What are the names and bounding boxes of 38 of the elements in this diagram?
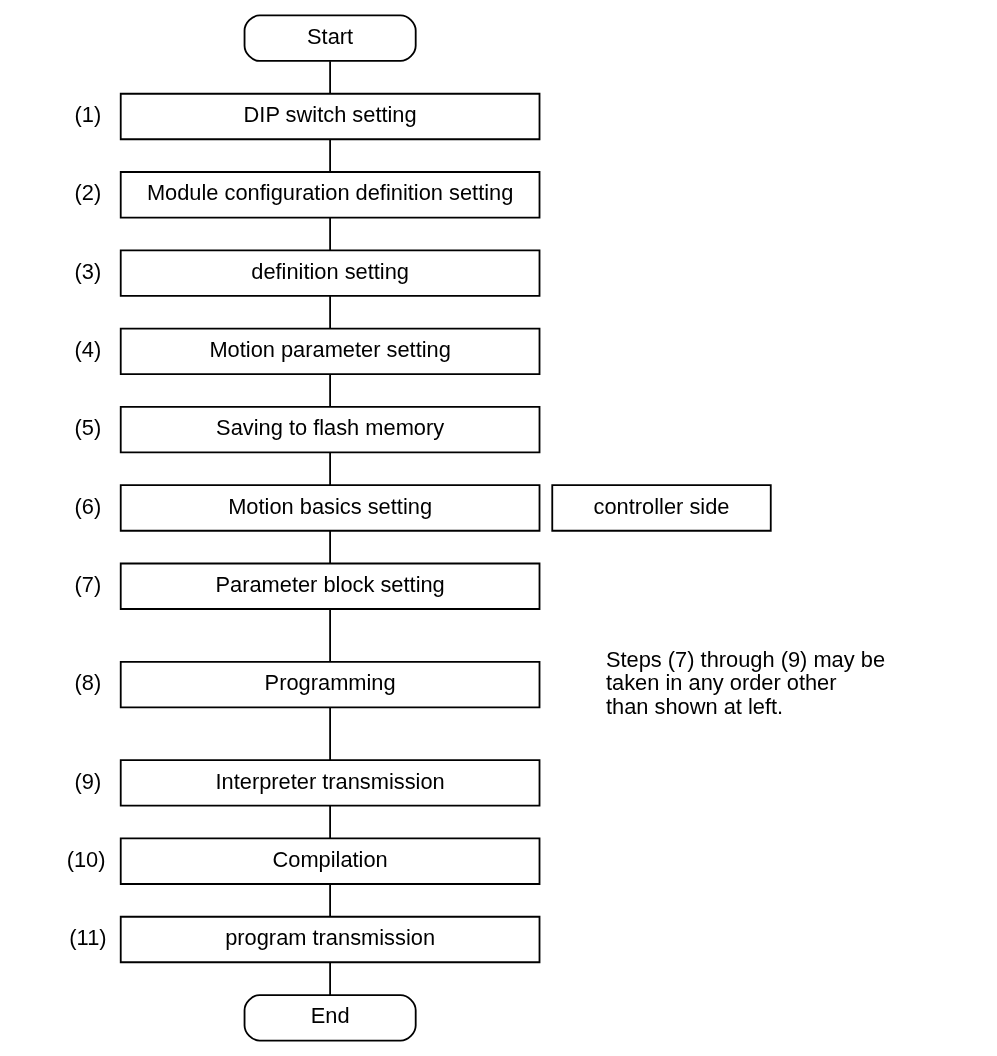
- connector: [328, 608, 331, 663]
- node-box: Programming: [119, 660, 540, 709]
- node-label: (9): [74, 768, 101, 794]
- node-box: Compilation: [119, 837, 540, 885]
- node-label: (11): [68, 925, 107, 951]
- connector: [328, 451, 331, 487]
- node-label: (8): [74, 670, 101, 696]
- node-label: (5): [74, 415, 101, 441]
- connector: [328, 373, 331, 408]
- node-label: (4): [74, 337, 101, 363]
- node-label: (10): [66, 846, 106, 872]
- node-label: (2): [74, 180, 101, 206]
- connector: [328, 216, 331, 252]
- node-label: (3): [74, 258, 101, 284]
- node-box: Interpreter transmission: [119, 759, 540, 807]
- node-box: Parameter block setting: [119, 562, 540, 610]
- node-box: Saving to flash memory: [119, 406, 540, 454]
- connector: [328, 60, 331, 95]
- node-box: DIP switch setting: [119, 92, 540, 141]
- node-box: Motion basics setting: [119, 484, 540, 532]
- node-box: definition setting: [119, 249, 540, 297]
- connector: [328, 883, 331, 918]
- node-box: End: [243, 994, 417, 1042]
- connector: [328, 295, 331, 330]
- node-box: Motion parameter setting: [119, 327, 540, 376]
- node-label: (7): [74, 571, 101, 597]
- node-label: (6): [74, 493, 101, 519]
- connector: [328, 961, 331, 996]
- label: Steps (7) through (9) may be taken in any order other than shown at left.: [605, 646, 885, 719]
- node-label: (1): [74, 102, 101, 128]
- node-box: controller side: [550, 484, 772, 532]
- node-box: Module configuration definition setting: [119, 171, 540, 219]
- connector: [328, 530, 331, 565]
- node-box: program transmission: [119, 915, 540, 964]
- connector: [328, 706, 331, 762]
- connector: [328, 805, 331, 840]
- connector: [328, 138, 331, 173]
- node-box: Start: [243, 14, 417, 62]
